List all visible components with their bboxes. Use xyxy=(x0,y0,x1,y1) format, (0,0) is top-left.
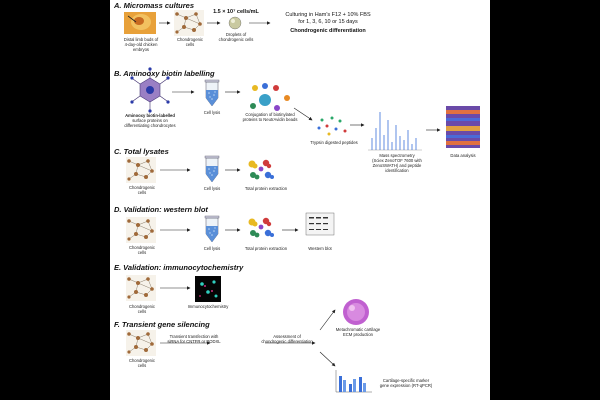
label-metachromatic: Metachromatic cartilage ECM production xyxy=(335,327,381,337)
label-aminooxy: Aminooxy biotin-labelled xyxy=(125,113,175,118)
label-transfection: Transient transfection with siRNA for CN… xyxy=(167,334,221,344)
figure-panel: A. Micromass cultures B. Aminooxy biotin… xyxy=(110,0,490,400)
metachromatic-culture-image xyxy=(343,299,369,325)
label-cell-lysis-b: Cell lysis xyxy=(203,110,221,115)
section-a-heading: A. Micromass cultures xyxy=(114,1,195,10)
label-trypsin: Trypsin digested peptides xyxy=(310,140,358,145)
label-conjugation: Conjugation of biotinylated proteins to … xyxy=(242,112,298,122)
label-chondrogenic-cells-e: Chondrogenic cells xyxy=(128,304,156,314)
heatmap xyxy=(446,106,480,148)
label-total-protein-d: Total protein extraction xyxy=(244,246,288,251)
western-blot-image xyxy=(305,212,335,236)
limb-bud-image xyxy=(124,12,156,34)
immunocytochemistry-image xyxy=(195,276,221,302)
labelled-cell-hexagon xyxy=(130,67,170,113)
section-d-heading: D. Validation: western blot xyxy=(114,205,208,214)
label-chondrogenic-cells-a: Chondrogenic cells xyxy=(176,37,204,47)
label-marker-expression: Cartilage-specific marker gene expressio… xyxy=(379,378,433,388)
section-b-heading: B. Aminooxy biotin labelling xyxy=(114,69,215,78)
label-chondrogenic-differentiation: Chondrogenic differentiation xyxy=(290,28,366,34)
section-e-heading: E. Validation: immunocytochemistry xyxy=(114,263,244,272)
label-droplets: Droplets of chondrogenic cells xyxy=(218,32,254,42)
label-aminooxy-sub: surface proteins on differentiating chon… xyxy=(124,118,176,128)
label-cell-lysis-c: Cell lysis xyxy=(203,186,221,191)
section-c-heading: C. Total lysates xyxy=(114,147,169,156)
label-chondrogenic-cells-f: Chondrogenic cells xyxy=(128,358,156,368)
label-culturing: Culturing in Ham's F12 + 10% FBS for 1, … xyxy=(285,12,371,25)
label-mass-spec: Mass spectrometry (Sciex ZenoTOF 7600 wi… xyxy=(372,153,422,173)
label-immunocytochemistry: Immunocytochemistry xyxy=(187,304,229,309)
label-limb-buds: Distal limb buds of 4-day-old chicken em… xyxy=(123,37,159,52)
label-total-protein-c: Total protein extraction xyxy=(244,186,288,191)
section-f-heading: F. Transient gene silencing xyxy=(114,320,210,329)
label-chondrogenic-cells-c: Chondrogenic cells xyxy=(128,185,156,195)
label-data-analysis: Data analysis xyxy=(450,153,476,158)
rt-qpcr-bar-chart xyxy=(335,370,372,393)
label-chondrogenic-cells-d: Chondrogenic cells xyxy=(128,245,156,255)
label-density: 1.5 × 10⁷ cells/mL xyxy=(213,9,259,15)
label-assessment: Assessment of chondrogenic differentiati… xyxy=(261,334,313,344)
peptides xyxy=(317,116,347,136)
label-western-blot: Western blot xyxy=(308,246,332,251)
label-cell-lysis-d: Cell lysis xyxy=(203,246,221,251)
workflow-artwork xyxy=(124,9,480,393)
neutravidin-beads xyxy=(250,83,290,111)
mass-spectrum xyxy=(368,112,422,151)
